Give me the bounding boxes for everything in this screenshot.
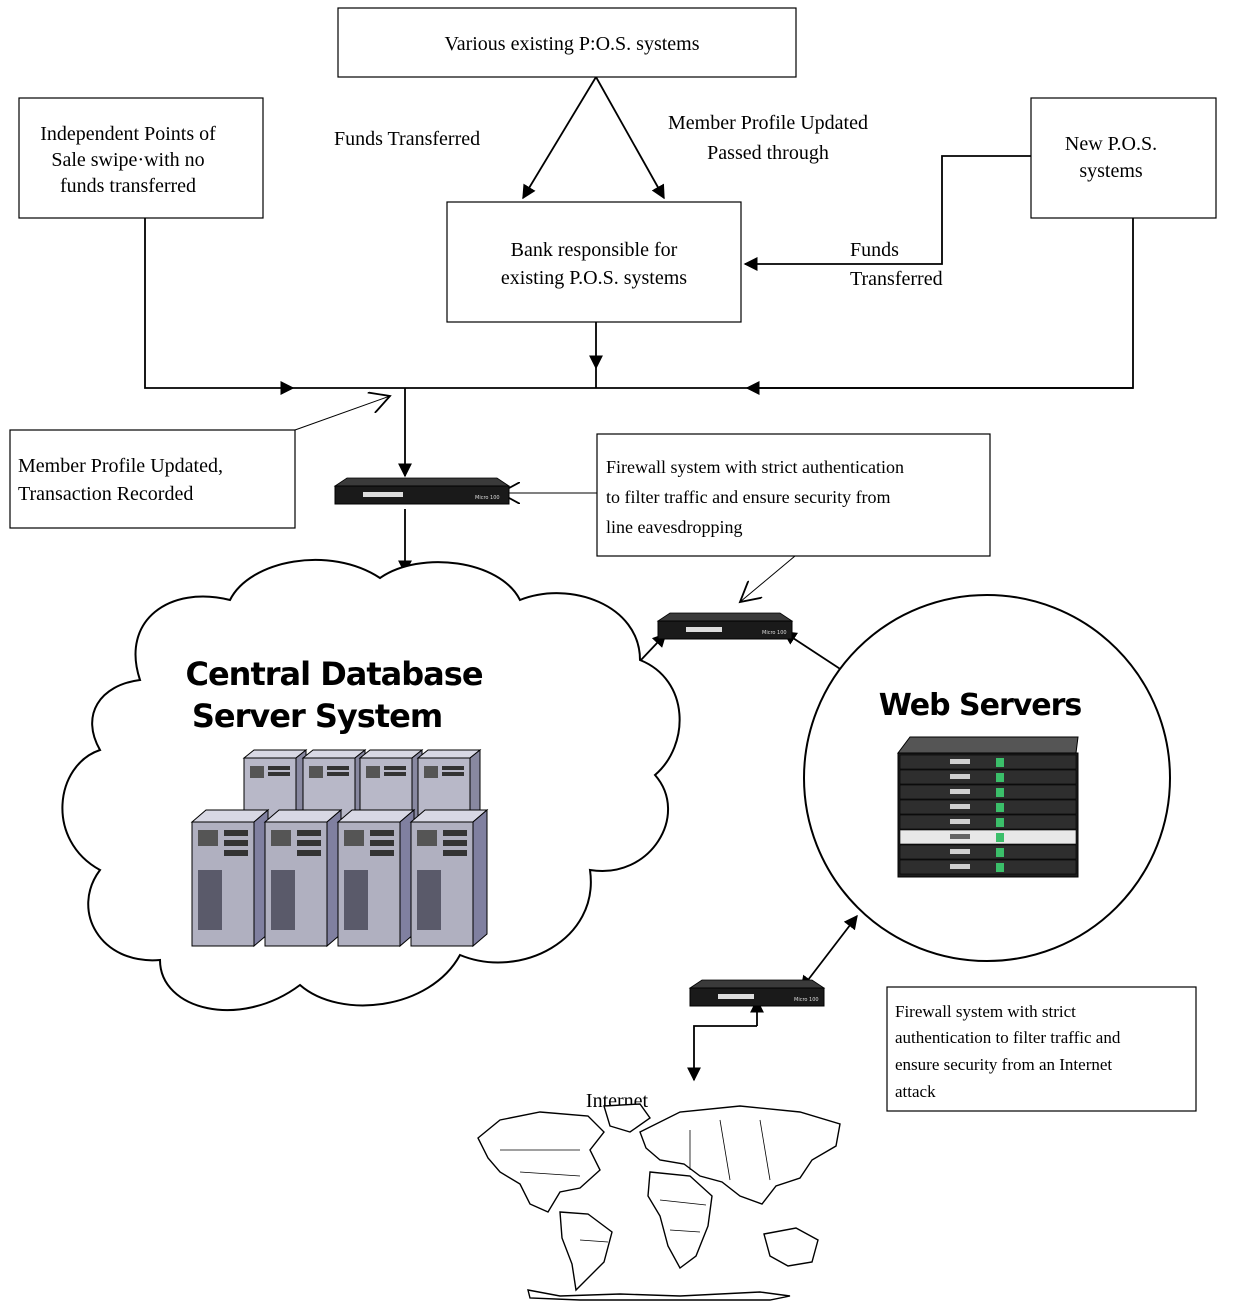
firewall2-line-1: Firewall system with strict — [895, 1002, 1076, 1021]
funds-transferred-left-label: Funds Transferred — [334, 128, 480, 150]
new-pos-line-1: New P.O.S. — [1065, 133, 1157, 155]
member-profile-label-2: Passed through — [707, 142, 829, 164]
central-db-title-1: Central Database — [185, 655, 482, 693]
firewall1-line-1: Firewall system with strict authenticati… — [606, 457, 904, 477]
firewall-box-2: Firewall system with strict authenticati… — [886, 986, 1197, 1112]
member-profile-box: Member Profile Updated, Transaction Reco… — [9, 429, 296, 529]
existing-pos-box: Various existing P:O.S. systems — [337, 7, 797, 78]
firewall2-line-3: ensure security from an Internet — [895, 1055, 1112, 1074]
world-map-icon — [477, 1103, 841, 1301]
firewall2-line-4: attack — [895, 1082, 936, 1101]
router-icon: Micro 100 — [656, 612, 794, 640]
existing-pos-label: Various existing P:O.S. systems — [444, 33, 699, 55]
bank-line-2: existing P.O.S. systems — [501, 267, 687, 289]
new-pos-box: New P.O.S. systems — [1030, 97, 1217, 219]
device-label: Micro 100 — [475, 495, 500, 501]
independent-line-1: Independent Points of — [40, 123, 216, 145]
bank-line-1: Bank responsible for — [511, 239, 678, 261]
member-line-2: Transaction Recorded — [18, 483, 193, 505]
web-servers-title: Web Servers — [879, 688, 1082, 723]
independent-pos-box: Independent Points of Sale swipe·with no… — [18, 97, 264, 219]
firewall1-line-3: line eavesdropping — [606, 517, 742, 537]
firewall1-line-2: to filter traffic and ensure security fr… — [606, 487, 891, 507]
connectors — [144, 76, 1134, 1082]
device-label: Micro 100 — [794, 997, 819, 1003]
server-towers — [190, 748, 489, 948]
independent-line-2: Sale swipe·with no — [51, 149, 204, 171]
rack-server-icon — [897, 736, 1079, 878]
firewall2-line-2: authentication to filter traffic and — [895, 1028, 1121, 1047]
server-tower-icon — [190, 808, 270, 948]
member-line-1: Member Profile Updated, — [18, 455, 223, 477]
router-icon: Micro 100 — [688, 979, 826, 1007]
new-pos-line-2: systems — [1079, 160, 1143, 182]
funds-right-label-2: Transferred — [850, 268, 943, 290]
independent-line-3: funds transferred — [60, 175, 196, 197]
device-label: Micro 100 — [762, 630, 787, 636]
member-profile-label-1: Member Profile Updated — [668, 112, 868, 134]
central-db-title-2: Server System — [192, 697, 442, 735]
funds-right-label-1: Funds — [850, 239, 899, 261]
server-tower-icon — [336, 808, 416, 948]
firewall-box-1: Firewall system with strict authenticati… — [596, 433, 991, 557]
router-icon: Micro 100 — [333, 477, 511, 505]
server-tower-icon — [409, 808, 489, 948]
server-tower-icon — [263, 808, 343, 948]
bank-box: Bank responsible for existing P.O.S. sys… — [446, 201, 742, 323]
